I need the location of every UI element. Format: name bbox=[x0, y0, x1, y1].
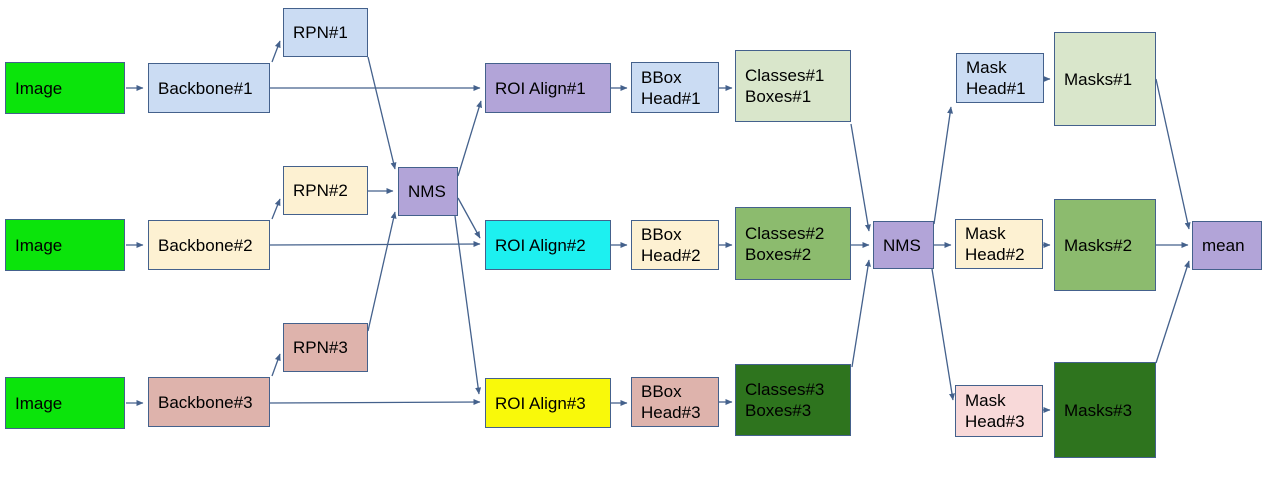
node-masks-1: Masks#1 bbox=[1054, 32, 1156, 126]
edge-classes-3-to-nms-2 bbox=[851, 259, 871, 368]
node-label: Image bbox=[15, 393, 63, 413]
node-mask-head-2: Mask Head#2 bbox=[955, 219, 1043, 269]
node-label: BBox Head#1 bbox=[641, 67, 701, 108]
node-image-1: Image bbox=[5, 62, 125, 114]
node-label: mean bbox=[1202, 236, 1245, 255]
node-label: Mask Head#1 bbox=[966, 58, 1026, 98]
node-masks-3: Masks#3 bbox=[1054, 362, 1156, 458]
edge-rpn-1-to-nms-1 bbox=[367, 56, 397, 170]
node-image-3: Image bbox=[5, 377, 125, 429]
node-label: BBox Head#3 bbox=[641, 382, 701, 422]
node-label: RPN#1 bbox=[293, 23, 348, 42]
edge-backbone-2-to-roi-align-2 bbox=[269, 241, 481, 248]
edge-nms-1-to-roi-align-2 bbox=[457, 197, 481, 239]
node-mean: mean bbox=[1192, 221, 1262, 270]
node-label: NMS bbox=[883, 235, 921, 255]
node-roi-align-1: ROI Align#1 bbox=[485, 63, 611, 113]
node-label: Classes#2 Boxes#2 bbox=[745, 223, 825, 264]
edge-nms-1-to-roi-align-3 bbox=[454, 215, 482, 395]
node-label: ROI Align#1 bbox=[495, 78, 586, 98]
node-label: Masks#3 bbox=[1064, 400, 1133, 420]
edge-nms-1-to-roi-align-1 bbox=[457, 100, 482, 177]
edge-backbone-1-to-rpn-1 bbox=[271, 40, 281, 63]
node-roi-align-2: ROI Align#2 bbox=[485, 220, 611, 270]
node-label: Masks#1 bbox=[1064, 69, 1133, 89]
edge-masks-1-to-mean bbox=[1155, 78, 1191, 230]
node-image-2: Image bbox=[5, 219, 125, 271]
node-classes-2: Classes#2 Boxes#2 bbox=[735, 207, 851, 280]
node-label: RPN#3 bbox=[293, 338, 348, 357]
node-label: Image bbox=[15, 78, 63, 98]
node-label: Masks#2 bbox=[1064, 235, 1133, 255]
node-rpn-1: RPN#1 bbox=[283, 8, 368, 57]
node-nms-1: NMS bbox=[398, 167, 458, 216]
node-label: NMS bbox=[408, 182, 446, 201]
node-classes-3: Classes#3 Boxes#3 bbox=[735, 364, 851, 436]
node-roi-align-3: ROI Align#3 bbox=[485, 378, 611, 428]
node-label: ROI Align#2 bbox=[495, 235, 586, 255]
edges-group bbox=[126, 40, 1191, 413]
node-mask-head-1: Mask Head#1 bbox=[956, 53, 1044, 103]
node-label: Image bbox=[15, 235, 63, 255]
edge-masks-3-to-mean bbox=[1155, 260, 1190, 364]
node-label: BBox Head#2 bbox=[641, 225, 701, 265]
node-label: Classes#3 Boxes#3 bbox=[745, 380, 825, 420]
node-label: RPN#2 bbox=[293, 181, 348, 200]
node-label: Mask Head#3 bbox=[965, 391, 1025, 431]
node-label: Backbone#1 bbox=[158, 78, 253, 98]
node-label: Mask Head#2 bbox=[965, 224, 1025, 264]
node-backbone-3: Backbone#3 bbox=[148, 377, 270, 427]
node-backbone-1: Backbone#1 bbox=[148, 63, 270, 113]
node-backbone-2: Backbone#2 bbox=[148, 220, 270, 270]
edge-backbone-2-to-rpn-2 bbox=[271, 198, 281, 220]
node-bbox-head-1: BBox Head#1 bbox=[631, 62, 719, 113]
node-rpn-2: RPN#2 bbox=[283, 166, 368, 215]
edge-nms-2-to-mask-head-3 bbox=[931, 268, 955, 401]
node-mask-head-3: Mask Head#3 bbox=[955, 385, 1043, 437]
edge-classes-1-to-nms-2 bbox=[850, 123, 871, 232]
node-label: Backbone#3 bbox=[158, 392, 253, 412]
node-label: Backbone#2 bbox=[158, 235, 253, 255]
edge-backbone-3-to-roi-align-3 bbox=[269, 399, 481, 406]
node-nms-2: NMS bbox=[873, 221, 934, 269]
edge-backbone-3-to-rpn-3 bbox=[271, 353, 281, 377]
node-rpn-3: RPN#3 bbox=[283, 323, 368, 372]
node-bbox-head-3: BBox Head#3 bbox=[631, 377, 719, 427]
edge-rpn-3-to-nms-1 bbox=[367, 211, 397, 332]
node-classes-1: Classes#1 Boxes#1 bbox=[735, 50, 851, 122]
node-label: Classes#1 Boxes#1 bbox=[745, 66, 825, 106]
edge-nms-2-to-mask-head-1 bbox=[933, 106, 954, 225]
node-bbox-head-2: BBox Head#2 bbox=[631, 220, 719, 270]
node-label: ROI Align#3 bbox=[495, 393, 586, 413]
node-masks-2: Masks#2 bbox=[1054, 199, 1156, 291]
